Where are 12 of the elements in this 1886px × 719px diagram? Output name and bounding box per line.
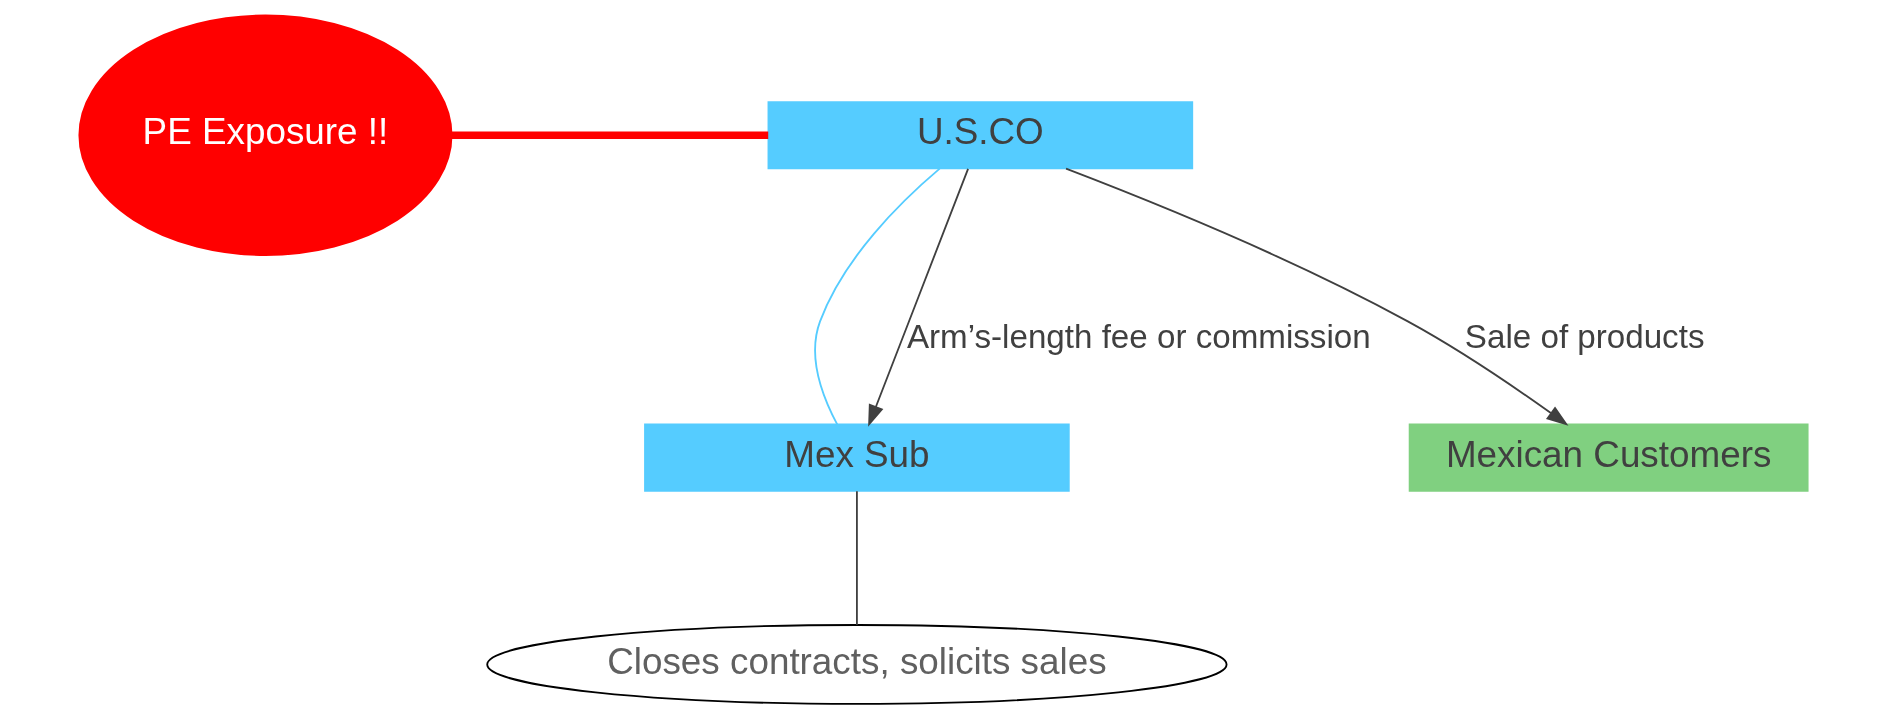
connector xyxy=(813,167,941,426)
connector xyxy=(855,490,858,626)
arrow xyxy=(1064,167,1568,426)
node-box: U.S.CO xyxy=(767,101,1193,170)
node-ellipse: Closes contracts, solicits sales xyxy=(485,624,1227,705)
edge-label: Arm’s-length fee or commission xyxy=(906,317,1371,355)
arrow xyxy=(867,167,969,427)
node-box: Mexican Customers xyxy=(1408,423,1809,492)
node-ellipse: PE Exposure !! xyxy=(77,14,452,256)
connector xyxy=(451,131,768,139)
node-box: Mex Sub xyxy=(643,423,1070,492)
edge-label: Sale of products xyxy=(1464,317,1704,355)
